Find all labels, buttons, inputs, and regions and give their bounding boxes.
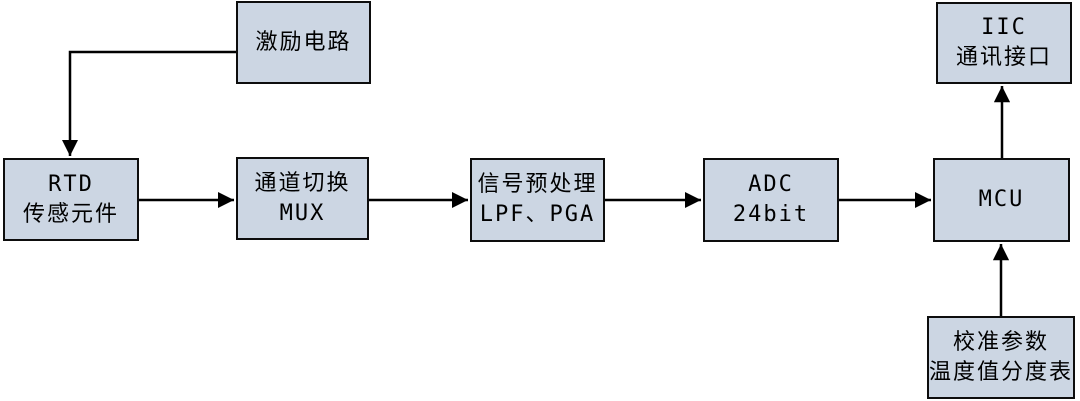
block-mcu: MCU [933,158,1070,242]
block-label: IIC [981,15,1027,40]
block-label: LPF、PGA [479,202,596,227]
block-label: RTD [48,171,94,197]
block-calibration-table: 校准参数 温度值分度表 [927,316,1075,399]
arrow-excitation-to-rtd [61,50,236,156]
block-label: 信号预处理 [477,172,598,197]
block-label: ADC [748,172,794,197]
block-label: MUX [279,200,326,226]
block-excitation-circuit: 激励电路 [236,1,371,84]
block-label: 激励电路 [255,29,352,55]
block-signal-preprocessing: 信号预处理 LPF、PGA [470,158,605,242]
block-label: MCU [978,187,1025,212]
block-iic-interface: IIC 通讯接口 [936,2,1072,84]
block-adc-24bit: ADC 24bit [703,158,839,242]
block-label: 校准参数 [952,329,1049,355]
block-label: 传感元件 [22,201,119,227]
block-label: 24bit [732,202,810,227]
block-label: 温度值分度表 [929,359,1074,385]
block-label: 通讯接口 [955,45,1052,70]
block-channel-mux: 通道切换 MUX [236,157,369,240]
block-label: 通道切换 [254,170,351,196]
block-rtd-sensor: RTD 传感元件 [3,158,139,241]
